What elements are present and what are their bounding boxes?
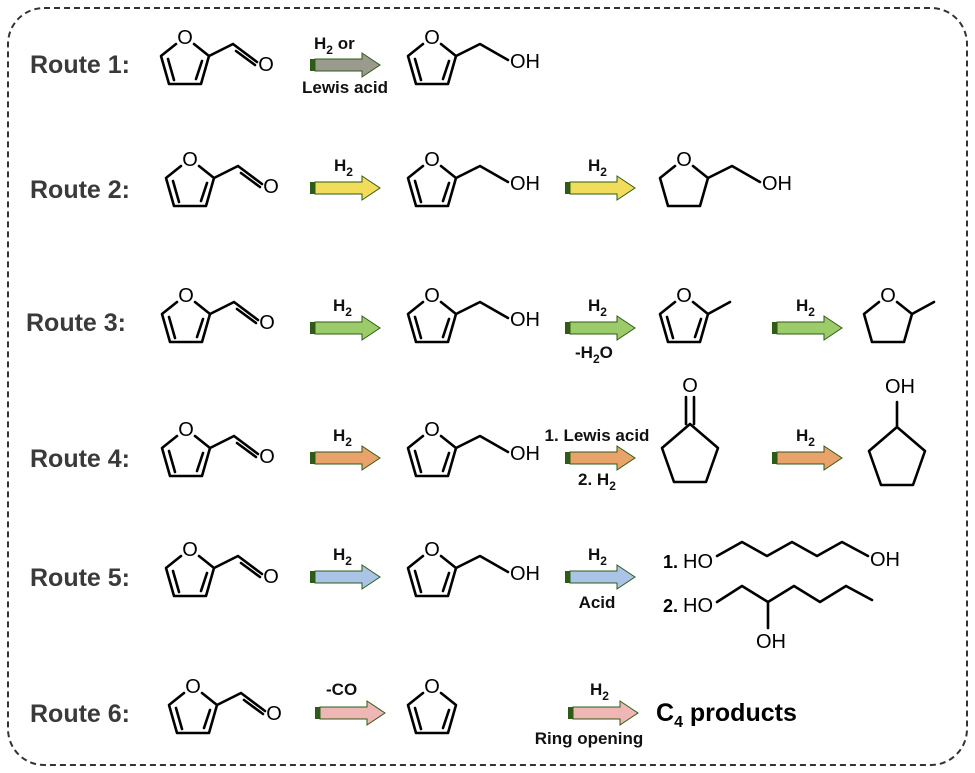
route-3-arrow-3 <box>772 315 843 341</box>
route-6-arrow-1 <box>315 700 386 726</box>
route-3-arrow-1 <box>310 315 381 341</box>
route-5-step-2-condition-below: Acid <box>579 593 616 612</box>
route-2-step-2-condition: H2 <box>588 156 607 179</box>
route-1: Route 1: H2 or Lewis acid <box>30 25 542 97</box>
route-3-arrow-2 <box>565 315 636 341</box>
route-3-label: Route 3: <box>26 309 126 337</box>
route-6-label: Route 6: <box>30 700 130 728</box>
route-2-step-1-condition: H2 <box>334 156 353 179</box>
methylfuran-structure <box>658 283 732 344</box>
route-6-step-2-condition-below: Ring opening <box>535 729 644 748</box>
route-4-step-1-condition: H2 <box>333 426 352 449</box>
route-6: Route 6: -CO H2 Ring opening C4 products <box>30 674 797 748</box>
route-6-arrow-2 <box>568 700 639 726</box>
svg-text:2.: 2. <box>663 596 678 616</box>
route-4-arrow-3 <box>772 445 843 471</box>
furfural-structure <box>167 674 284 735</box>
route-4-arrow-1 <box>310 445 381 471</box>
route-5-step-2-condition-above: H2 <box>588 545 607 568</box>
route-1-condition-above: H2 or <box>314 34 355 57</box>
pentanediol-product: 1. HO OH <box>663 540 900 573</box>
furfural-structure <box>160 417 277 478</box>
furfural-structure <box>164 537 281 598</box>
furfuryl-alcohol-structure <box>406 417 542 478</box>
route-4-step-2-condition-above: 1. Lewis acid <box>545 426 650 445</box>
pentanediol-isomer-product: 2. HO OH <box>663 584 874 653</box>
route-3-step-3-condition: H2 <box>796 296 815 319</box>
route-1-condition-below: Lewis acid <box>302 78 388 97</box>
route-2-arrow-2 <box>565 175 636 201</box>
route-6-step-1-condition: -CO <box>326 680 357 699</box>
dashed-border <box>7 7 968 766</box>
route-1-label: Route 1: <box>30 51 130 79</box>
svg-text:HO: HO <box>683 551 713 573</box>
svg-text:OH: OH <box>885 376 915 398</box>
svg-text:O: O <box>682 375 698 397</box>
route-3-step-2-condition-below: -H2O <box>575 343 613 366</box>
furfural-structure <box>159 25 276 86</box>
route-3-step-2-condition-above: H2 <box>588 296 607 319</box>
c4-products-label: C4 products <box>656 699 797 731</box>
cyclopentanone-structure: O <box>660 375 720 484</box>
svg-text:HO: HO <box>683 595 713 617</box>
route-5-step-1-condition: H2 <box>333 545 352 568</box>
svg-text:1.: 1. <box>663 552 678 572</box>
route-2-arrow-1 <box>310 175 381 201</box>
methyltetrahydrofuran-structure <box>862 283 936 344</box>
route-5-arrow-1 <box>310 564 381 590</box>
route-5: Route 5: H2 H2 Acid 1. HO OH 2. HO OH <box>30 537 900 653</box>
route-2: Route 2: H2 H2 <box>30 147 794 208</box>
tetrahydrofurfuryl-alcohol-structure <box>658 147 794 208</box>
furan-structure <box>406 674 458 735</box>
route-4-label: Route 4: <box>30 445 130 473</box>
route-5-arrow-2 <box>565 564 636 590</box>
furfuryl-alcohol-structure <box>406 283 542 344</box>
svg-text:OH: OH <box>870 549 900 571</box>
route-6-step-2-condition-above: H2 <box>590 680 609 703</box>
furfural-structure <box>164 147 281 208</box>
route-2-label: Route 2: <box>30 176 130 204</box>
route-3-step-1-condition: H2 <box>333 296 352 319</box>
route-4-step-3-condition: H2 <box>796 426 815 449</box>
route-4: Route 4: H2 1. Lewis acid 2. H2 O H2 OH <box>30 375 927 493</box>
furfural-structure <box>160 283 277 344</box>
route-1-arrow <box>310 52 381 78</box>
svg-text:OH: OH <box>756 631 786 653</box>
route-4-arrow-2 <box>565 445 636 471</box>
route-5-label: Route 5: <box>30 564 130 592</box>
furfuryl-alcohol-structure <box>406 147 542 208</box>
route-4-step-2-condition-below: 2. H2 <box>578 470 616 493</box>
cyclopentanol-structure: OH <box>867 376 927 487</box>
furfuryl-alcohol-structure <box>406 537 542 598</box>
route-3: Route 3: H2 H2 -H2O H2 <box>26 283 936 366</box>
furfuryl-alcohol-structure <box>406 25 542 86</box>
